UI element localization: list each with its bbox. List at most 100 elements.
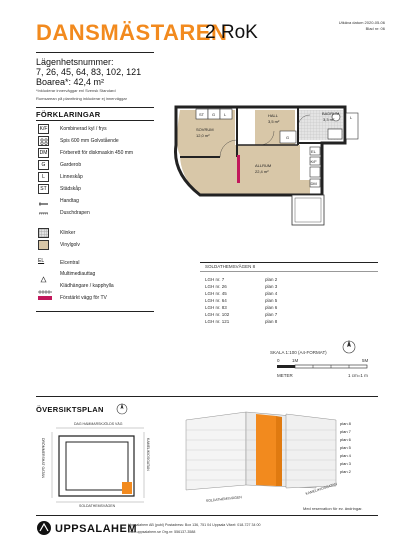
tile-swatch-icon xyxy=(38,228,49,238)
scale-tick: 5M xyxy=(362,358,369,363)
room-name: SOVRUM xyxy=(196,127,214,132)
legend-icon-kf: K/F xyxy=(38,124,49,134)
floor-label: plan 8 xyxy=(340,421,352,426)
room-name: ALLRUM xyxy=(255,163,271,168)
legend-text: Förberett för diskmaskin 450 mm xyxy=(60,150,134,156)
footer-line: Uppsalahem AB (publ) Postadress: Box 136… xyxy=(128,523,261,527)
plan-code: ST xyxy=(199,112,205,117)
brand-name: UPPSALAHEM xyxy=(55,523,138,535)
reservation-note: Med reservation för ev. ändringar. xyxy=(303,506,363,511)
date-line: Utkäva datum 2020-05-06 xyxy=(338,20,385,25)
table-divider xyxy=(200,262,378,263)
legend-text: Förstärkt vägg för TV xyxy=(60,295,107,301)
legend-text: Klinker xyxy=(60,230,76,236)
area-note: *Inkluderar innerväggar enl Svensk Stand… xyxy=(36,88,116,93)
legend-icon-dm: DM xyxy=(38,148,49,158)
scale-bar xyxy=(277,364,368,369)
legend-icon-el: EL xyxy=(38,258,45,264)
coat-rack-icon xyxy=(38,282,52,294)
legend-text: Klädhängare / kapphylla xyxy=(60,283,114,289)
street-label: SOLDATHEMSVÄGEN xyxy=(206,495,243,503)
room-name: BADRUM xyxy=(322,111,339,116)
scale-text: SKALA 1:100 (A4-FORMAT) xyxy=(270,350,327,355)
street-label: SOLDATHEMSVÄGEN xyxy=(79,504,116,508)
apartment-numbers-label: Lägenhetsnummer: xyxy=(36,57,114,67)
street-label: KAMELIKIOSGATAN xyxy=(146,438,150,471)
plan-code: G xyxy=(286,135,289,140)
floor-label: plan 3 xyxy=(340,461,352,466)
plan-code: L xyxy=(350,115,353,120)
overview-map: DAG HAMMARSKJÖLDS VÄG DRÖMMERSHAT GATAN … xyxy=(41,422,150,508)
bedroom-floor xyxy=(177,110,235,155)
divider xyxy=(36,311,154,312)
shower-curtain-icon xyxy=(38,208,49,218)
plan-code: DM xyxy=(311,181,317,186)
legend-text: Spis 600 mm Golvstående xyxy=(60,138,119,144)
room-area: 22,4 m² xyxy=(255,169,269,174)
room-note: Rumsarean på planritning inkluderar ej i… xyxy=(36,96,127,101)
room-name: HALL xyxy=(268,113,279,118)
reinforced-wall-icon xyxy=(38,296,52,300)
plan-code: L xyxy=(224,112,227,117)
table-title: SOLDATHEMSVÄGEN 8 xyxy=(205,264,256,269)
floor-label: plan 7 xyxy=(340,429,352,434)
plan-code: K/F xyxy=(311,159,318,164)
legend-title: FÖRKLARINGAR xyxy=(36,110,101,119)
divider xyxy=(36,515,378,516)
footer-line: www.uppsalahem.se Org.nr: 556137-3588 xyxy=(128,530,196,534)
multimedia-icon xyxy=(40,270,47,283)
legend-text: Städskåp xyxy=(60,186,81,192)
legend-text: Elcentral xyxy=(60,260,80,266)
legend-icon-g: G xyxy=(38,160,49,170)
scale-unit: METER xyxy=(277,373,293,378)
uppsalahem-logo-icon xyxy=(37,521,51,535)
legend-text: Linneskåp xyxy=(60,174,83,180)
floor-label: plan 6 xyxy=(340,437,352,442)
scale-cm: 1 cm=1 m xyxy=(348,373,368,378)
legend-text: Multimediauttag xyxy=(60,271,96,277)
page-title: DANSMÄSTAREN xyxy=(36,20,228,45)
divider xyxy=(36,396,378,397)
floor-plan: ST G L G EL K/F DM L SOVRUM 12,0 m² HALL… xyxy=(174,105,359,226)
handle-icon xyxy=(38,196,49,206)
stove-icon xyxy=(38,136,49,146)
vinyl-swatch-icon xyxy=(38,240,49,250)
apartment-type: 2 RoK xyxy=(205,22,258,43)
apartment-numbers: 7, 26, 45, 64, 83, 102, 121 xyxy=(36,67,142,77)
table-divider xyxy=(200,271,378,272)
room-area: 3,3 m² xyxy=(323,117,335,122)
scale-tick: 1M xyxy=(292,358,299,363)
street-label: DAG HAMMARSKJÖLDS VÄG xyxy=(74,422,123,426)
legend-text: Vinylgolv xyxy=(60,242,80,248)
legend-text: Handtag xyxy=(60,198,79,204)
legend-text: Duschdrapen xyxy=(60,210,90,216)
floor-label: plan 5 xyxy=(340,445,352,450)
room-area: 3,5 m² xyxy=(268,119,280,124)
page-line: Blad nr: 06 xyxy=(365,26,385,31)
building-3d: SOLDATHEMSVÄGEN KAMELIKIOSGATAN plan 8 p… xyxy=(185,411,352,503)
apartment-area: Boarea*: 42,4 m² xyxy=(36,77,105,87)
plan-code: G xyxy=(212,112,215,117)
scale-tick: 0 xyxy=(277,358,280,363)
compass-icon xyxy=(342,340,356,354)
date-box: Utkäva datum 2020-05-06 Blad nr: 06 xyxy=(339,20,385,32)
street-label: DRÖMMERSHAT GATAN xyxy=(41,438,45,478)
overview-title: ÖVERSIKTSPLAN xyxy=(36,405,104,414)
legend-icon-st: ST xyxy=(38,184,49,194)
floor-label: plan 4 xyxy=(340,453,352,458)
compass-icon xyxy=(116,403,128,415)
legend-icon-l: L xyxy=(38,172,49,182)
divider xyxy=(36,107,154,108)
legend-text: Kombinerad kyl / frys xyxy=(60,126,107,132)
divider xyxy=(36,52,154,53)
plan-code: EL xyxy=(311,149,317,154)
legend-text: Garderob xyxy=(60,162,82,168)
